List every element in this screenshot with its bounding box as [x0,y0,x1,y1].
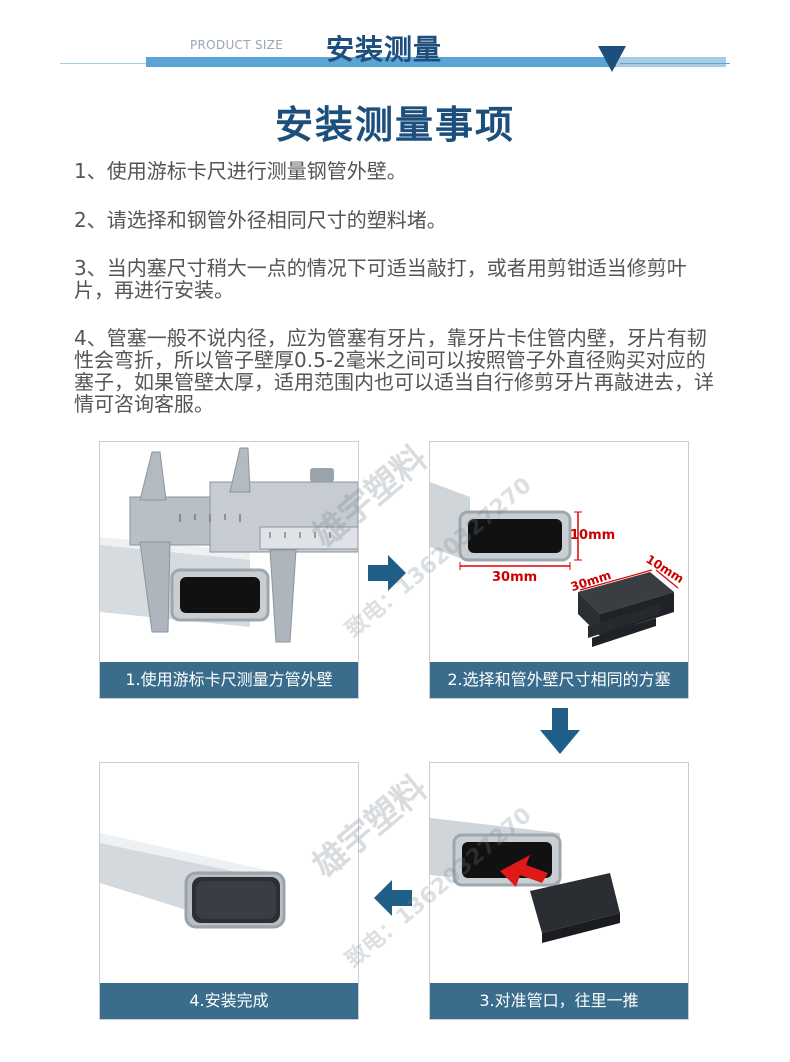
arrow-right-icon [368,555,406,591]
installed-plug-photo [100,763,358,983]
page-title: 安装测量事项 [274,103,515,147]
step-caption-1: 1.使用游标卡尺测量方管外壁 [100,662,358,698]
step-caption-3: 3.对准管口，往里一推 [430,983,688,1019]
header-subtitle: PRODUCT SIZE [190,38,284,52]
step-caption-4: 4.安装完成 [100,983,358,1019]
tube-height-label: 10mm [570,528,616,543]
tube-and-plug-dimension-photo [430,442,688,662]
tube-width-label: 30mm [492,570,538,585]
instruction-3: 3、当内塞尺寸稍大一点的情况下可适当敲打，或者用剪钳适当修剪叶片，再进行安装。 [74,256,687,302]
step-caption-2: 2.选择和管外壁尺寸相同的方塞 [430,662,688,698]
arrow-left-icon [374,880,412,916]
step-panel-3: 3.对准管口，往里一推 [429,762,689,1020]
header-rule-right [620,63,730,64]
header-band-accent [146,57,616,67]
instruction-1: 1、使用游标卡尺进行测量钢管外壁。 [74,159,407,183]
header-rule-left [60,63,210,64]
header-title: 安装测量 [326,33,443,66]
step-panel-4: 4.安装完成 [99,762,359,1020]
insert-plug-photo [430,763,688,983]
step-panel-1: 1.使用游标卡尺测量方管外壁 [99,441,359,699]
triangle-down-icon [598,46,626,72]
arrow-down-icon [540,708,580,754]
step-panel-2: 10mm 30mm 30mm 10mm 2.选择和管外壁尺寸相同的方塞 [429,441,689,699]
caliper-measuring-photo [100,442,358,662]
instruction-2: 2、请选择和钢管外径相同尺寸的塑料堵。 [74,208,447,232]
instruction-4: 4、管塞一般不说内径，应为管塞有牙片，靠牙片卡住管内壁，牙片有韧性会弯折，所以管… [74,326,714,416]
